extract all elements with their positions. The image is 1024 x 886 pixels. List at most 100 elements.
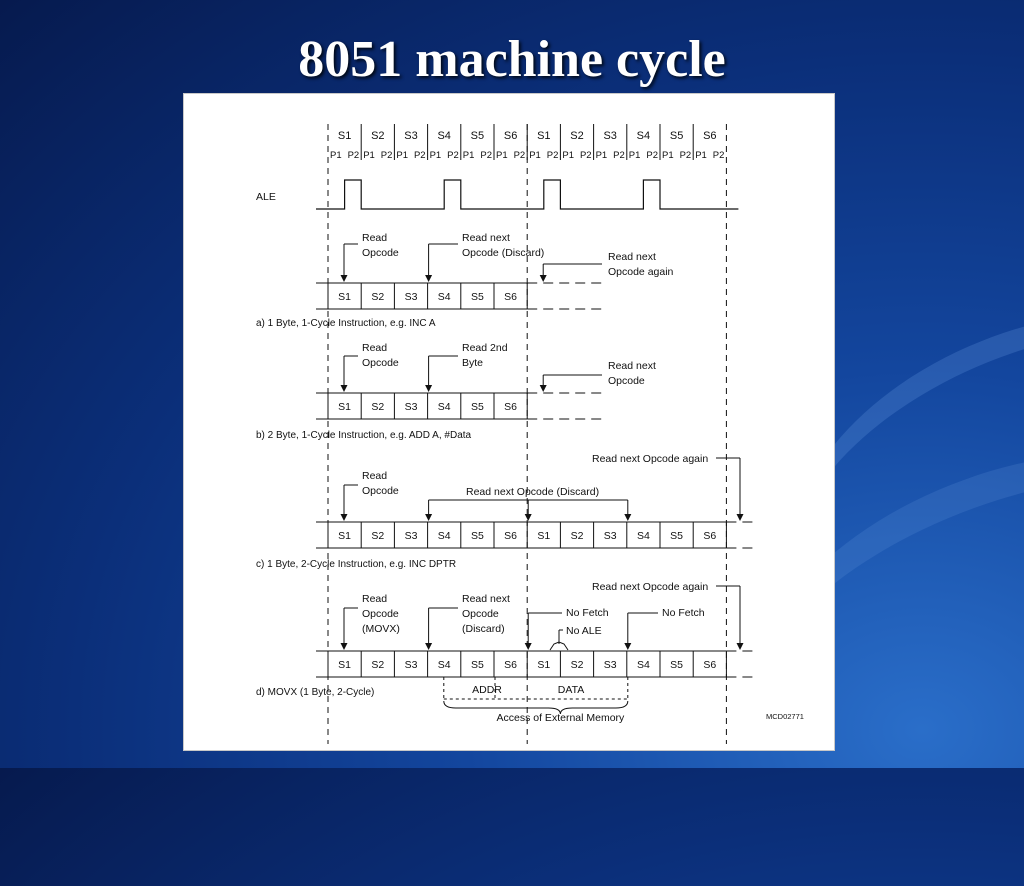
read-opcode-callout: Read [362, 470, 387, 482]
arrow-down-icon [425, 385, 433, 392]
state-row-d-state-label: S4 [438, 659, 451, 671]
read-next-callout: Read next [608, 360, 656, 372]
state-row-c-state-label: S1 [537, 530, 550, 542]
header-state-label: S1 [338, 130, 351, 142]
read-next-discard-callout: (Discard) [462, 623, 505, 635]
header-state-label: S5 [471, 130, 484, 142]
phase-label-p1: P1 [662, 150, 674, 161]
read-opcode-callout: Opcode [362, 357, 399, 369]
phase-label-p1: P1 [529, 150, 541, 161]
read-opcode-callout: Opcode [362, 247, 399, 259]
state-row-c-state-label: S6 [504, 530, 517, 542]
arrow-down-icon [736, 643, 744, 650]
phase-label-p2: P2 [580, 150, 592, 161]
state-row-b-state-label: S5 [471, 401, 484, 413]
state-row-d-state-label: S2 [371, 659, 384, 671]
arrow-down-icon [524, 643, 532, 650]
phase-label-p1: P1 [463, 150, 475, 161]
data-label: DATA [558, 684, 584, 696]
phase-label-p2: P2 [480, 150, 492, 161]
state-row-b-state-label: S1 [338, 401, 351, 413]
state-row-d-state-label: S3 [604, 659, 617, 671]
state-row-a-state-label: S1 [338, 291, 351, 303]
no-fetch-label: No Fetch [566, 607, 609, 619]
phase-label-p1: P1 [430, 150, 442, 161]
read-next-discard-callout: Read next [462, 593, 510, 605]
read-next-again-label: Read next Opcode again [592, 453, 708, 465]
state-row-d-state-label: S6 [703, 659, 716, 671]
state-row-c-state-label: S6 [703, 530, 716, 542]
section-c-caption: c) 1 Byte, 2-Cycle Instruction, e.g. INC… [256, 559, 456, 570]
state-row-d-state-label: S5 [670, 659, 683, 671]
read-next-discard-callout: Opcode [462, 608, 499, 620]
ale-waveform [316, 179, 739, 210]
phase-label-p1: P1 [695, 150, 707, 161]
read-next-discard-callout: Read next [462, 232, 510, 244]
phase-label-p2: P2 [414, 150, 426, 161]
phase-label-p1: P1 [629, 150, 641, 161]
phase-label-p1: P1 [363, 150, 375, 161]
state-row-b-state-label: S6 [504, 401, 517, 413]
state-row-d-state-label: S6 [504, 659, 517, 671]
arrow-down-icon [524, 514, 532, 521]
phase-label-p1: P1 [562, 150, 574, 161]
header-state-label: S4 [637, 130, 650, 142]
state-row-a-state-label: S4 [438, 291, 451, 303]
read-next-callout: Opcode [608, 375, 645, 387]
header-state-label: S3 [603, 130, 616, 142]
arrow-down-icon [624, 643, 632, 650]
state-row-c-state-label: S3 [405, 530, 418, 542]
state-row-c-state-label: S5 [670, 530, 683, 542]
phase-label-p1: P1 [396, 150, 408, 161]
header-state-label: S5 [670, 130, 683, 142]
section-d-caption: d) MOVX (1 Byte, 2-Cycle) [256, 687, 374, 698]
access-brace [443, 700, 629, 715]
phase-label-p2: P2 [381, 150, 393, 161]
state-row-a-state-label: S2 [371, 291, 384, 303]
state-row-b-state-label: S2 [371, 401, 384, 413]
no-ale-label: No ALE [566, 625, 602, 637]
read-opcode-callout: Opcode [362, 485, 399, 497]
read-next-again-callout: Opcode again [608, 266, 674, 278]
state-row-c-state-label: S4 [438, 530, 451, 542]
read-opcode-movx-callout: (MOVX) [362, 623, 400, 635]
state-row-d-state-label: S1 [537, 659, 550, 671]
read-2nd-byte-callout: Read 2nd [462, 342, 508, 354]
header-state-label: S2 [371, 130, 384, 142]
state-row-d-state-label: S1 [338, 659, 351, 671]
header-state-label: S1 [537, 130, 550, 142]
arrow-down-icon [340, 514, 348, 521]
state-row-d-state-label: S4 [637, 659, 650, 671]
section-a-caption: a) 1 Byte, 1-Cycle Instruction, e.g. INC… [256, 318, 436, 329]
read-next-again-callout: Read next [608, 251, 656, 263]
arrow-down-icon [539, 275, 547, 282]
read-2nd-byte-callout: Byte [462, 357, 483, 369]
phase-label-p2: P2 [680, 150, 692, 161]
access-external-memory-label: Access of External Memory [497, 712, 626, 724]
arrow-down-icon [425, 643, 433, 650]
state-row-c-state-label: S1 [338, 530, 351, 542]
state-row-d-state-label: S3 [405, 659, 418, 671]
state-row-c-state-label: S4 [637, 530, 650, 542]
arrow-down-icon [539, 385, 547, 392]
header-state-label: S3 [404, 130, 417, 142]
figure-code-label: MCD02771 [766, 712, 804, 721]
read-opcode-callout: Read [362, 232, 387, 244]
phase-label-p2: P2 [447, 150, 459, 161]
no-ale-bump [549, 641, 569, 651]
state-row-a-state-label: S3 [405, 291, 418, 303]
phase-label-p2: P2 [713, 150, 725, 161]
header-state-label: S4 [437, 130, 450, 142]
read-opcode-callout: Read [362, 342, 387, 354]
arrow-down-icon [340, 385, 348, 392]
read-opcode-movx-callout: Opcode [362, 608, 399, 620]
state-row-b-state-label: S4 [438, 401, 451, 413]
arrow-down-icon [425, 514, 433, 521]
state-row-a-state-label: S6 [504, 291, 517, 303]
state-row-c-state-label: S2 [371, 530, 384, 542]
phase-label-p1: P1 [330, 150, 342, 161]
arrow-down-icon [425, 275, 433, 282]
state-row-c-state-label: S3 [604, 530, 617, 542]
no-fetch-label: No Fetch [662, 607, 705, 619]
